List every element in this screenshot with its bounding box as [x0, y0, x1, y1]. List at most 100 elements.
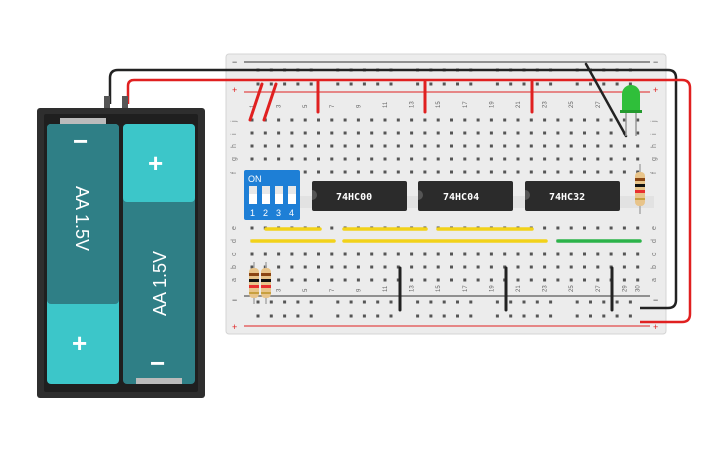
breadboard-hole — [569, 131, 573, 135]
rail-sign-bottom-minus-left: − — [232, 295, 237, 305]
breadboard-hole — [583, 170, 586, 174]
breadboard-hole — [569, 252, 573, 256]
breadboard-hole — [383, 265, 387, 269]
dip-toggle-3[interactable] — [275, 186, 283, 204]
breadboard-hole — [529, 118, 533, 122]
breadboard-hole — [569, 170, 573, 174]
breadboard-hole — [450, 144, 453, 148]
column-number: 27 — [596, 285, 602, 292]
breadboard-hole — [569, 118, 573, 122]
resistor-3[interactable] — [635, 164, 645, 214]
chip-74hc00[interactable]: 74HC00 — [312, 181, 407, 211]
breadboard-hole — [535, 300, 539, 304]
breadboard-hole — [529, 278, 533, 282]
breadboard-hole — [463, 144, 467, 148]
breadboard-hole — [336, 314, 340, 318]
breadboard-hole — [343, 170, 347, 174]
breadboard-hole — [389, 314, 393, 318]
breadboard-hole — [436, 131, 440, 135]
breadboard-hole — [317, 278, 320, 282]
dip-toggle-1[interactable] — [249, 186, 257, 204]
breadboard-hole — [269, 300, 273, 304]
breadboard-hole — [516, 144, 520, 148]
breadboard-hole — [543, 170, 547, 174]
breadboard-hole — [336, 82, 340, 86]
row-letter: b — [651, 265, 658, 269]
led-green[interactable] — [620, 85, 642, 136]
rail-sign-bottom-plus-right: + — [653, 322, 658, 332]
resistor-1[interactable] — [249, 262, 259, 304]
column-number: 19 — [489, 285, 495, 292]
breadboard-hole — [442, 300, 446, 304]
breadboard-hole — [469, 314, 473, 318]
breadboard-hole — [283, 314, 287, 318]
chip-74hc32[interactable]: 74HC32 — [525, 181, 620, 211]
column-number: 7 — [330, 104, 336, 108]
breadboard-hole — [263, 131, 267, 135]
breadboard-hole — [436, 157, 440, 161]
breadboard-hole — [463, 131, 467, 135]
breadboard-hole — [362, 82, 366, 86]
dip-toggle-2[interactable] — [262, 186, 270, 204]
dip-number-3: 3 — [276, 208, 281, 218]
breadboard-hole — [396, 118, 400, 122]
breadboard-hole — [343, 265, 347, 269]
breadboard-hole — [622, 226, 626, 230]
breadboard-hole — [396, 144, 400, 148]
breadboard-hole — [476, 252, 480, 256]
chip-74hc04[interactable]: 74HC04 — [418, 181, 513, 211]
breadboard-hole — [263, 252, 267, 256]
breadboard-hole — [556, 226, 560, 230]
breadboard-hole — [442, 314, 446, 318]
breadboard-hole — [476, 265, 480, 269]
breadboard-hole — [330, 265, 334, 269]
row-letter: i — [651, 133, 658, 135]
breadboard-hole — [343, 252, 347, 256]
breadboard-hole — [370, 118, 374, 122]
breadboard-hole — [615, 82, 619, 86]
breadboard-hole — [256, 314, 260, 318]
column-number: 5 — [303, 288, 309, 292]
breadboard-hole — [583, 226, 586, 230]
breadboard-hole — [575, 314, 579, 318]
breadboard-hole — [575, 82, 579, 86]
breadboard-hole — [516, 265, 520, 269]
breadboard-hole — [383, 170, 387, 174]
breadboard-hole — [423, 131, 427, 135]
breadboard-hole — [503, 118, 507, 122]
row-letter: e — [651, 226, 658, 230]
resistor-2[interactable] — [261, 262, 271, 304]
breadboard-hole — [343, 131, 347, 135]
breadboard-hole — [583, 157, 586, 161]
breadboard-hole — [290, 118, 294, 122]
dip-toggle-4[interactable] — [288, 186, 296, 204]
breadboard-hole — [410, 170, 414, 174]
column-number: 9 — [356, 288, 362, 292]
breadboard-hole — [476, 118, 480, 122]
breadboard-hole — [456, 82, 459, 86]
row-letter: a — [231, 278, 238, 282]
breadboard-hole — [583, 131, 586, 135]
breadboard-hole — [376, 300, 380, 304]
dip-switch[interactable]: ON 1 2 3 4 — [244, 170, 300, 220]
column-number: 25 — [569, 285, 575, 292]
breadboard-hole — [370, 157, 374, 161]
breadboard-hole — [503, 131, 507, 135]
breadboard-hole — [283, 82, 287, 86]
breadboard-hole — [463, 265, 467, 269]
breadboard-hole — [636, 278, 640, 282]
breadboard-hole — [383, 131, 387, 135]
breadboard-hole — [622, 278, 626, 282]
breadboard-hole — [389, 300, 393, 304]
breadboard-hole — [596, 157, 600, 161]
breadboard-hole — [303, 118, 307, 122]
breadboard-hole — [250, 226, 254, 230]
breadboard-hole — [277, 118, 281, 122]
breadboard-hole — [356, 252, 360, 256]
breadboard-hole — [330, 144, 334, 148]
breadboard-hole — [277, 131, 281, 135]
dip-number-1: 1 — [250, 208, 255, 218]
breadboard-hole — [317, 252, 320, 256]
breadboard-hole — [549, 82, 553, 86]
